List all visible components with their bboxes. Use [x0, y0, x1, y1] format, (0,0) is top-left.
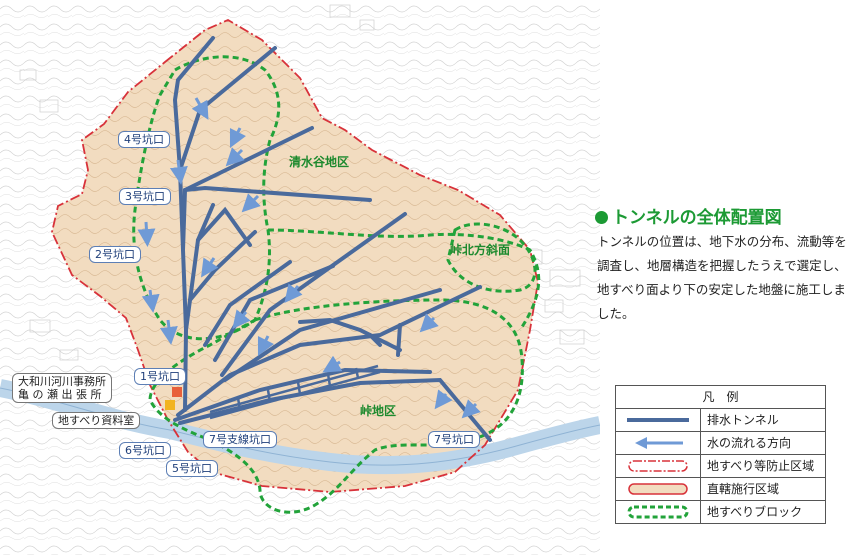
buildings — [19, 4, 585, 361]
office-branch: 亀 の 瀬 出 張 所 — [18, 388, 102, 401]
adit-4-label: 4号坑口 — [118, 131, 170, 148]
legend-label: 地すべりブロック — [707, 505, 803, 519]
office-label: 大和川河川事務所 亀 の 瀬 出 張 所 — [12, 373, 112, 403]
block-touge-north-slope — [446, 222, 537, 293]
museum-label: 地すべり資料室 — [52, 412, 141, 429]
legend-row: 水の流れる方向 — [616, 432, 825, 455]
legend-label: 排水トンネル — [707, 413, 779, 427]
adit-7-branch-label: 7号支線坑口 — [203, 431, 277, 448]
area-touge-label: 峠地区 — [360, 404, 397, 418]
diagram-description: トンネルの位置は、地下水の分布、流動等を調査し、地層構造を把握したうえで選定し、… — [597, 234, 847, 321]
map-svg — [0, 0, 602, 555]
office-name: 大和川河川事務所 — [18, 375, 106, 388]
legend-header: 凡 例 — [616, 386, 825, 409]
office-marker-icon — [172, 387, 182, 397]
adit-6-label: 6号坑口 — [119, 442, 171, 459]
bullet-icon — [595, 211, 608, 224]
block-touge — [148, 298, 524, 514]
legend-label: 水の流れる方向 — [707, 436, 792, 450]
block-touge-north — [267, 228, 541, 331]
prevention-area-boundary — [51, 18, 539, 493]
legend-row: 直轄施行区域 — [616, 478, 825, 501]
area-shimizudani-label: 清水谷地区 — [289, 155, 350, 169]
adit-2-label: 2号坑口 — [89, 246, 141, 263]
flow-arrows — [137, 97, 481, 419]
adit-5-label: 5号坑口 — [166, 460, 218, 477]
legend-row: 排水トンネル — [616, 409, 825, 432]
map-area — [0, 0, 602, 555]
flow-arrow-icon — [635, 437, 683, 449]
legend-label: 地すべり等防止区域 — [707, 459, 815, 473]
landslide-block-icon — [627, 505, 689, 519]
area-touge-north-label: 峠北方斜面 — [450, 243, 511, 257]
adit-7-label: 7号坑口 — [428, 431, 480, 448]
legend: 凡 例 排水トンネル 水の流れる方向 地すべり等防止区域 直轄施行区域 地すべり… — [615, 385, 826, 524]
legend-label: 直轄施行区域 — [707, 482, 780, 496]
drain-tunnel-line-icon — [627, 418, 689, 422]
direct-area-icon — [628, 483, 688, 495]
branch-7-tunnel — [209, 364, 381, 420]
prevention-area-icon — [628, 460, 688, 472]
diagram-title-text: トンネルの全体配置図 — [612, 208, 782, 228]
diagram-title: トンネルの全体配置図 — [595, 203, 782, 228]
museum-marker-icon — [165, 400, 175, 410]
legend-row: 地すべり等防止区域 — [616, 455, 825, 478]
legend-row: 地すべりブロック — [616, 501, 825, 523]
adit-1-label: 1号坑口 — [134, 368, 186, 385]
adit-3-label: 3号坑口 — [119, 188, 171, 205]
